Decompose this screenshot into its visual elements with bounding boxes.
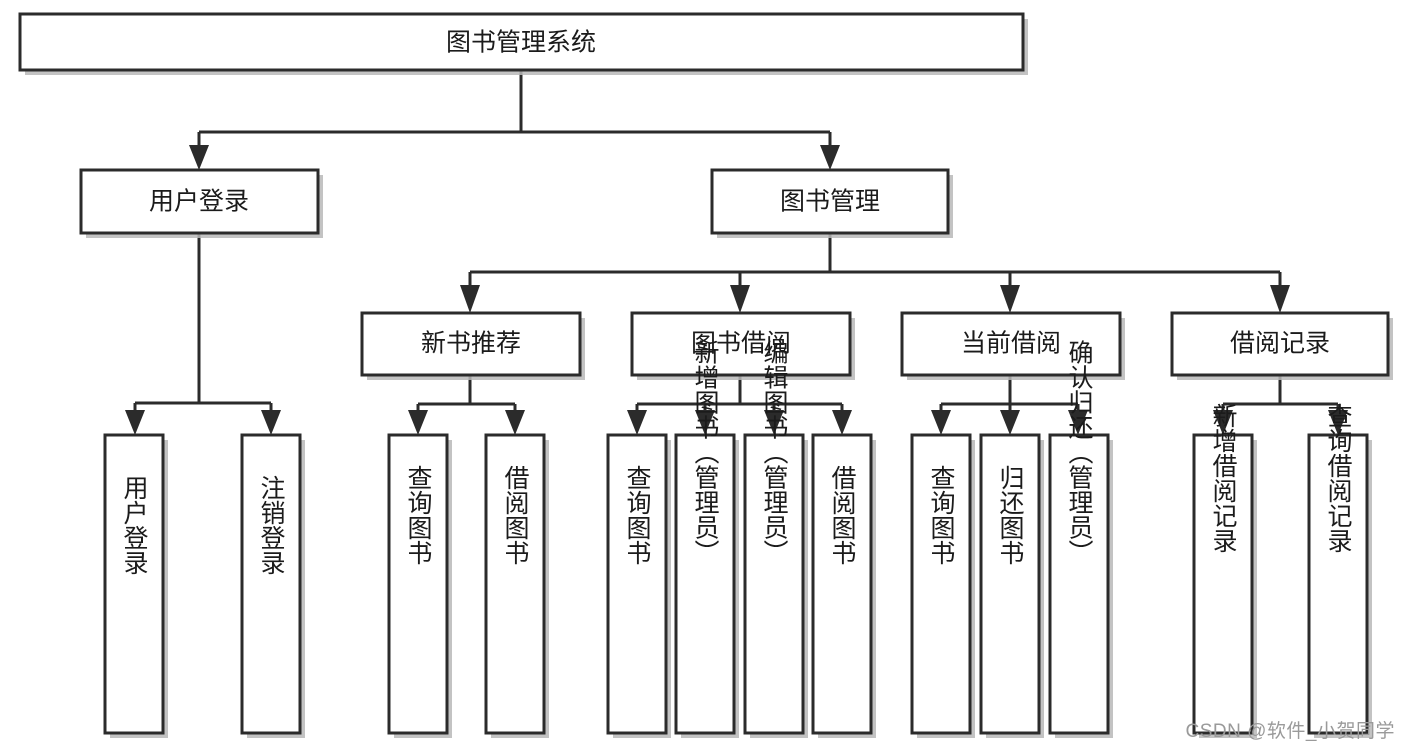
leaf-edit-book-label: 编辑图书（管理员）	[760, 340, 789, 565]
leaf-return-book-box	[979, 433, 1041, 735]
arrow-head-leaf-logout	[261, 410, 281, 435]
node-leaf-user-login[interactable]: 用户登录	[103, 433, 168, 738]
borrow-record-box	[1170, 311, 1390, 377]
book-borrow-box	[630, 311, 852, 377]
node-leaf-query-record[interactable]: 查询借阅记录	[1307, 403, 1372, 738]
node-root[interactable]: 图书管理系统	[18, 12, 1028, 75]
node-book-manage[interactable]: 图书管理	[710, 168, 953, 238]
borrow-record-label: 借阅记录	[1230, 330, 1330, 358]
node-leaf-edit-book[interactable]: 编辑图书（管理员）	[743, 340, 808, 739]
leaf-borrow-book-b-label: 借阅图书	[828, 465, 857, 565]
user-login-label: 用户登录	[149, 188, 249, 216]
new-book-rec-label: 新书推荐	[421, 330, 521, 358]
arrow-head-leaf-edit-book	[764, 410, 784, 435]
node-book-borrow[interactable]: 图书借阅	[630, 311, 855, 380]
leaf-query-book-c-label: 查询图书	[927, 465, 956, 565]
node-leaf-add-book[interactable]: 新增图书（管理员）	[674, 340, 739, 739]
leaf-borrow-book-b-box	[811, 433, 873, 735]
leaf-add-book-label: 新增图书（管理员）	[691, 340, 720, 565]
node-leaf-logout[interactable]: 注销登录	[240, 433, 305, 738]
leaf-add-record-box	[1192, 433, 1254, 735]
leaf-user-login-box	[103, 433, 165, 735]
arrow-head-leaf-query-book-a	[408, 410, 428, 435]
arrow-head-current-borrow	[1000, 285, 1020, 313]
arrow-head-leaf-add-record	[1213, 410, 1233, 435]
arrow-head-book-borrow	[730, 285, 750, 313]
node-leaf-query-book-c[interactable]: 查询图书	[910, 433, 975, 738]
arrow-head-leaf-borrow-book-a	[505, 410, 525, 435]
node-new-book-rec[interactable]: 新书推荐	[360, 311, 585, 380]
node-leaf-return-book[interactable]: 归还图书	[979, 433, 1044, 738]
arrow-head-new-book-rec	[460, 285, 480, 313]
leaf-add-book-box	[674, 433, 736, 735]
book-borrow-label: 图书借阅	[691, 330, 791, 358]
arrow-head-borrow-record	[1270, 285, 1290, 313]
node-current-borrow[interactable]: 当前借阅	[900, 311, 1125, 380]
node-borrow-record[interactable]: 借阅记录	[1170, 311, 1393, 380]
arrow-head-book-manage	[820, 145, 840, 170]
current-borrow-box	[900, 311, 1122, 377]
leaf-query-book-c-box	[910, 433, 972, 735]
node-leaf-query-book-a[interactable]: 查询图书	[387, 433, 452, 738]
arrow-head-user-login	[189, 145, 209, 170]
book-manage-label: 图书管理	[780, 188, 880, 216]
arrow-head-leaf-add-book	[695, 410, 715, 435]
leaf-borrow-book-a-label: 借阅图书	[501, 465, 530, 565]
new-book-rec-box	[360, 311, 582, 377]
node-leaf-borrow-book-a[interactable]: 借阅图书	[484, 433, 549, 738]
leaf-confirm-return-box	[1048, 433, 1110, 735]
leaf-add-record-label: 新增借阅记录	[1209, 403, 1238, 553]
node-leaf-add-record[interactable]: 新增借阅记录	[1192, 403, 1257, 738]
node-leaf-confirm-return[interactable]: 确认归还（管理员）	[1048, 340, 1113, 739]
leaf-return-book-label: 归还图书	[996, 465, 1025, 565]
leaf-confirm-return-label: 确认归还（管理员）	[1065, 340, 1094, 565]
root-label: 图书管理系统	[446, 29, 596, 57]
leaf-query-book-a-label: 查询图书	[404, 465, 433, 565]
node-leaf-borrow-book-b[interactable]: 借阅图书	[811, 433, 876, 738]
node-leaf-query-book-b[interactable]: 查询图书	[606, 433, 671, 738]
node-user-login[interactable]: 用户登录	[79, 168, 323, 238]
leaf-query-record-box	[1307, 433, 1369, 735]
current-borrow-label: 当前借阅	[961, 330, 1061, 358]
leaf-query-record-label: 查询借阅记录	[1324, 403, 1353, 553]
arrow-head-leaf-confirm-return	[1068, 410, 1088, 435]
leaf-logout-label: 注销登录	[257, 475, 286, 575]
leaf-query-book-a-box	[387, 433, 449, 735]
arrow-head-leaf-query-record	[1328, 410, 1348, 435]
leaf-edit-book-box	[743, 433, 805, 735]
root-box	[18, 12, 1025, 72]
leaf-user-login-label: 用户登录	[120, 475, 149, 575]
book-manage-box	[710, 168, 950, 235]
arrow-head-leaf-query-book-c	[931, 410, 951, 435]
user-login-box	[79, 168, 320, 235]
arrow-head-leaf-user-login	[125, 410, 145, 435]
leaf-borrow-book-a-box	[484, 433, 546, 735]
arrow-head-leaf-borrow-book-b	[832, 410, 852, 435]
leaf-query-book-b-label: 查询图书	[623, 465, 652, 565]
leaf-logout-box	[240, 433, 302, 735]
arrow-head-leaf-return-book	[1000, 410, 1020, 435]
leaf-query-book-b-box	[606, 433, 668, 735]
connector-layer	[125, 70, 1348, 435]
arrow-head-leaf-query-book-b	[627, 410, 647, 435]
